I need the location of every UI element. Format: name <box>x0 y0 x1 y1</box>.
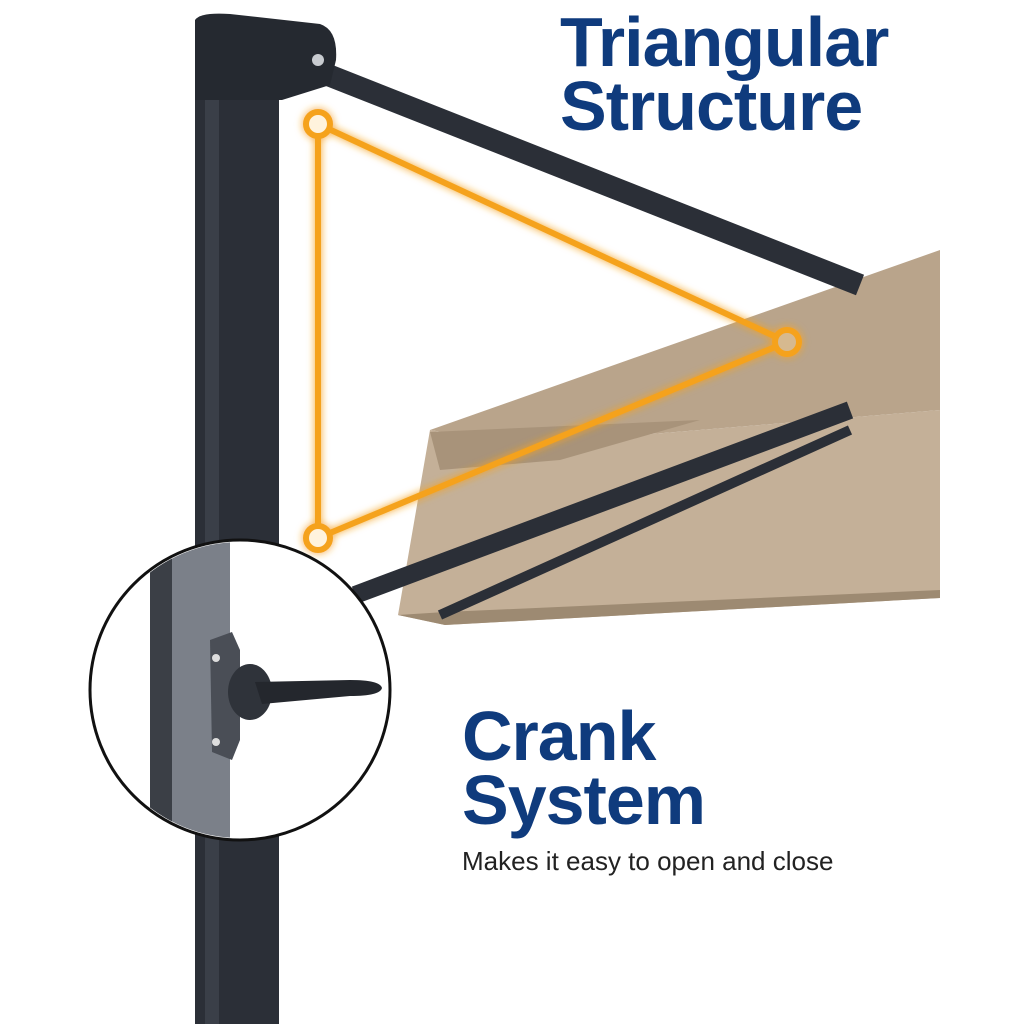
lower-strut <box>351 401 854 604</box>
feature-title-triangular-structure: Triangular Structure <box>560 3 889 145</box>
feature-description: Makes it easy to open and close <box>462 846 834 876</box>
triangle-highlight-icon <box>303 109 802 553</box>
title-line-1: Triangular <box>560 3 889 81</box>
canopy-rib <box>437 425 853 620</box>
upper-arm <box>285 49 865 296</box>
crank-handle-icon <box>210 632 382 760</box>
feature-title-crank-system: Crank System <box>462 697 706 839</box>
title-line-1: Crank <box>462 697 656 775</box>
crank-inset <box>88 538 392 842</box>
title-line-2: System <box>462 761 706 839</box>
title-line-2: Structure <box>560 67 863 145</box>
canopy <box>398 250 940 625</box>
